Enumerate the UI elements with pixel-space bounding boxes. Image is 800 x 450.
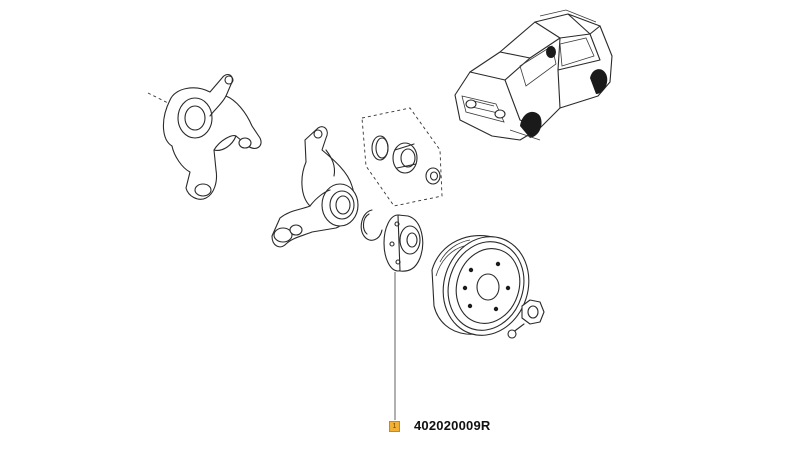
callout-marker: 1: [389, 421, 400, 432]
steering-knuckle-assembled: [271, 126, 359, 248]
vehicle-illustration: [454, 9, 613, 141]
bearing-kit: [361, 107, 443, 207]
brake-drum: [431, 235, 530, 336]
drum-screw: [507, 323, 525, 339]
steering-knuckle-left: [147, 73, 262, 200]
hub-nut: [521, 299, 545, 325]
wheel-hub: [383, 214, 424, 420]
circlip: [360, 209, 383, 241]
part-number-label[interactable]: 402020009R: [414, 418, 491, 433]
